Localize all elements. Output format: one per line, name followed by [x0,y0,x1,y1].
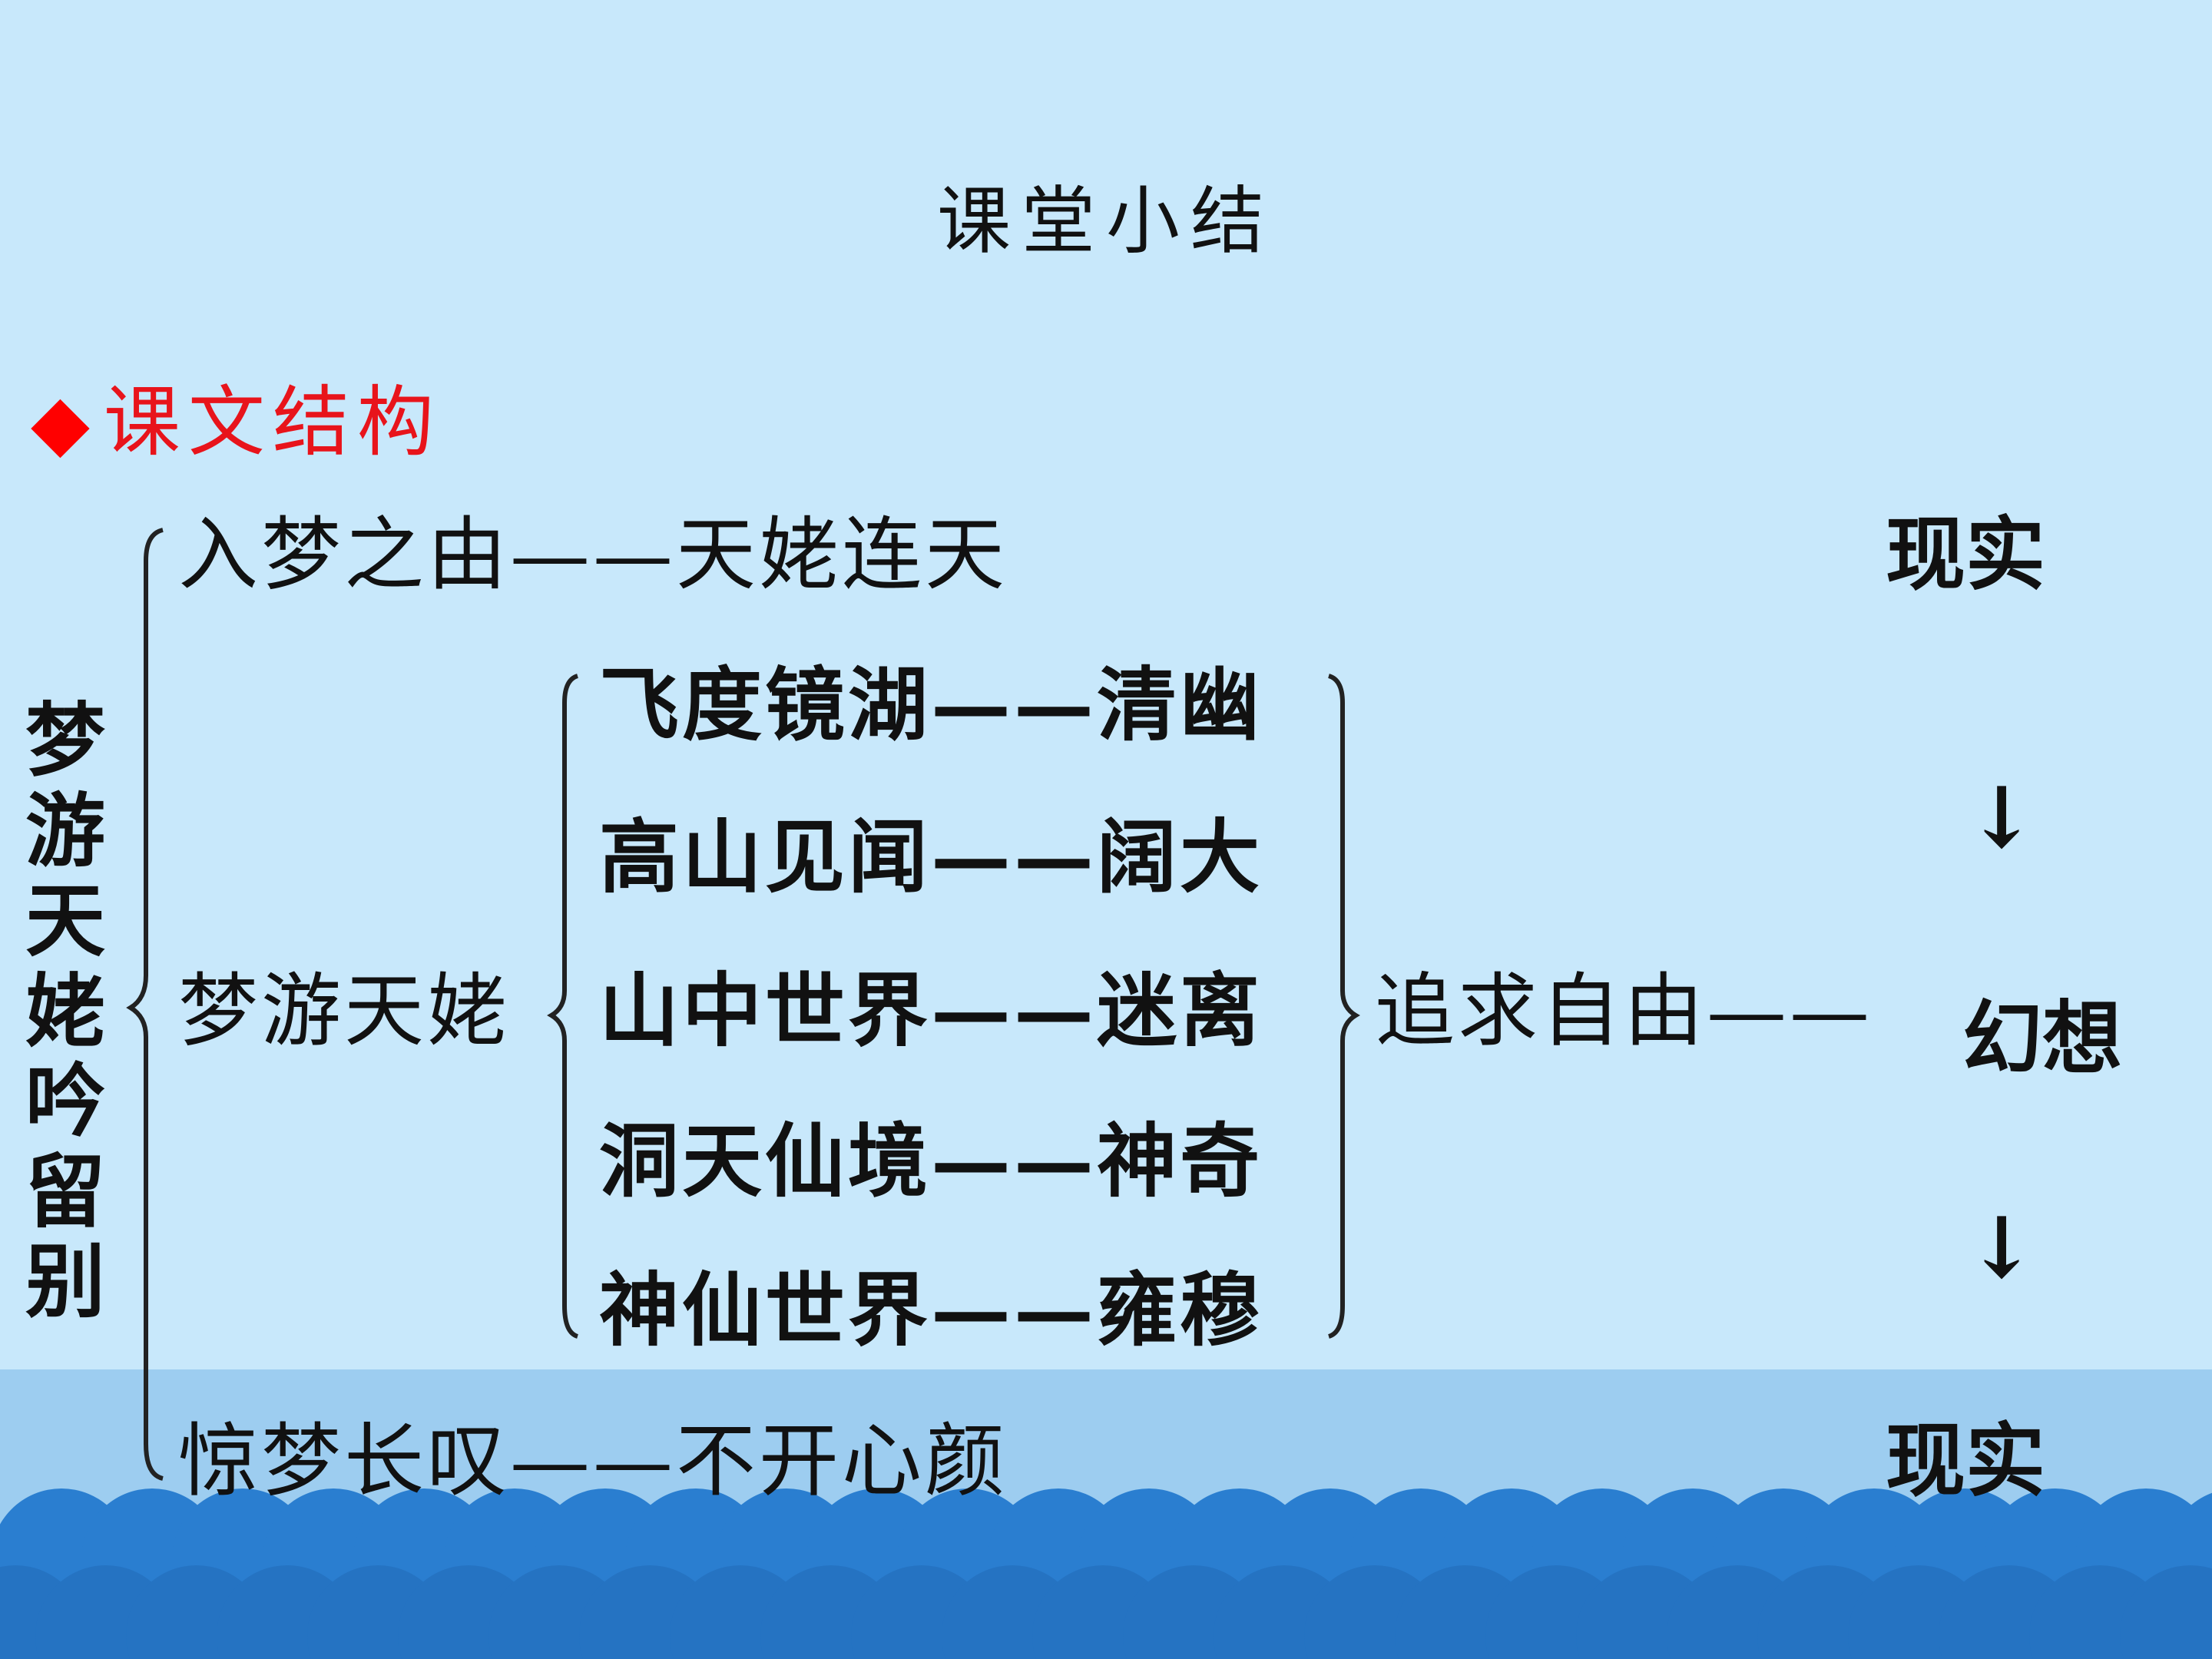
row-entry: 入梦之由——天姥连天 [178,508,1008,601]
wave-decoration [0,1488,2212,1659]
section-label: 课文结构 [103,377,442,467]
row-entry-value: 天姥连天 [676,508,1008,601]
root-title-vertical: 梦游天姥吟留别 [25,693,105,1330]
page-title: 课堂小结 [937,178,1275,264]
outer-brace [126,528,164,1481]
inner-brace [547,674,579,1339]
dream-item: 高山见闻——阔大 [599,810,1263,904]
wave-scallop [2120,1565,2212,1659]
stage-reality-bottom: 现实 [1886,1413,2046,1508]
down-arrow-icon: ↓ [1966,1198,2038,1297]
stage-fantasy: 幻想 [1962,991,2123,1085]
dream-item: 神仙世界——雍穆 [599,1263,1263,1357]
section-heading: ◆课文结构 [31,384,442,461]
stage-reality-top: 现实 [1886,507,2046,601]
dream-item: 山中世界——迷离 [599,963,1263,1058]
row-wake-label: 惊梦长叹 [178,1414,511,1508]
down-arrow-icon: ↓ [1966,768,2038,867]
dream-item: 飞度镜湖——清幽 [599,657,1263,752]
dream-item: 洞天仙境——神奇 [599,1114,1263,1208]
row-wake-value: 不开心颜 [676,1414,1008,1508]
closing-brace [1327,674,1360,1339]
row-dream: 梦游天姥 [178,964,511,1058]
diamond-bullet-icon: ◆ [31,377,98,467]
pursuit-freedom: 追求自由—— [1375,964,1873,1058]
row-wake: 惊梦长叹——不开心颜 [178,1414,1008,1508]
row-entry-label: 入梦之由 [178,508,511,601]
